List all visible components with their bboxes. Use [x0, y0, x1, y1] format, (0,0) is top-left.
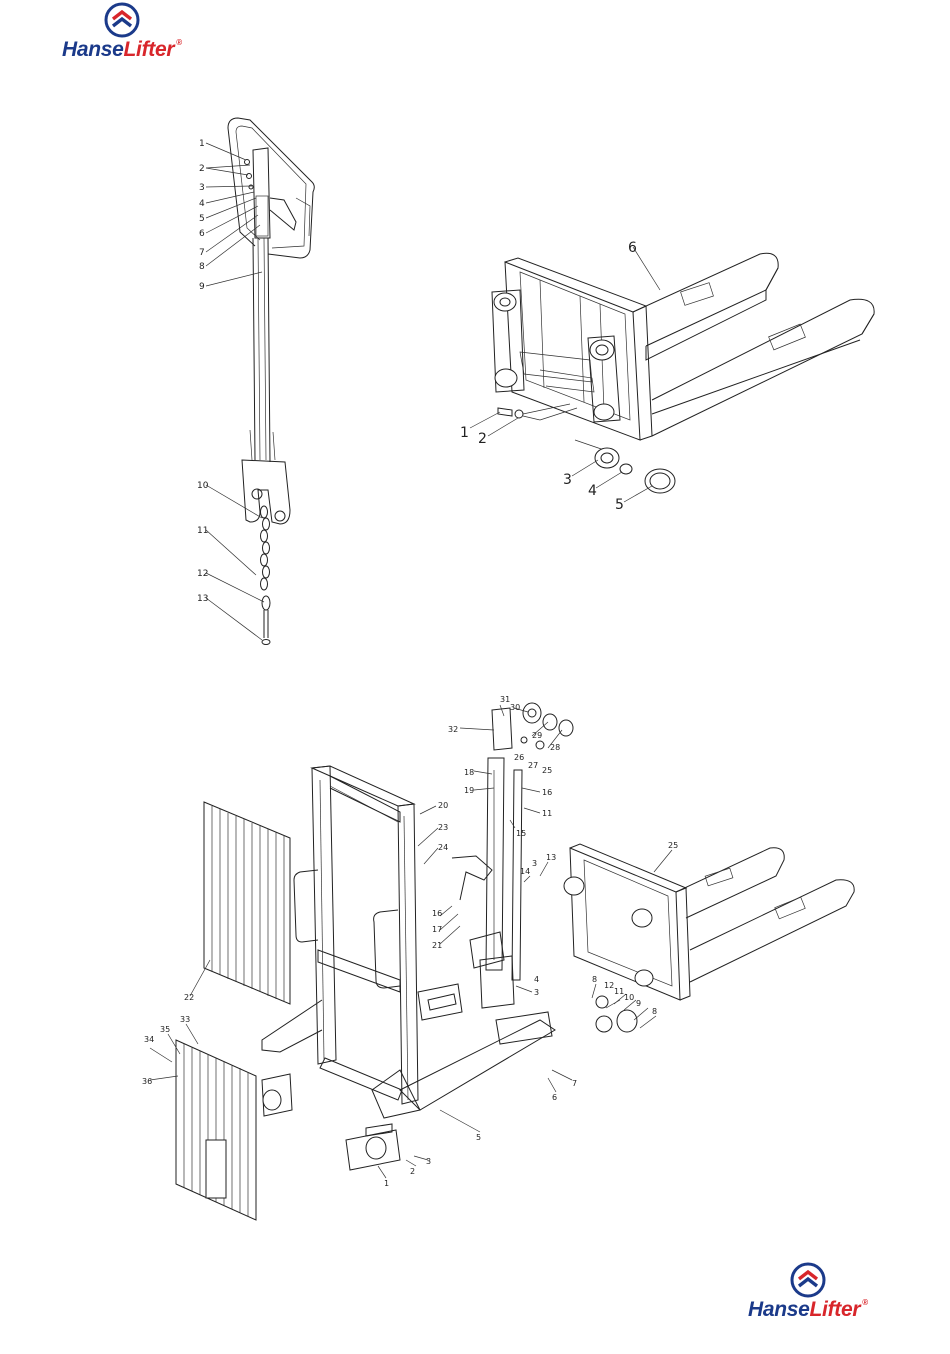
stacker-label: 12: [604, 981, 614, 990]
fork-label: 3: [563, 472, 572, 488]
stacker-label: 25: [542, 766, 552, 775]
stacker-label: 25: [668, 841, 678, 850]
stacker-label: 5: [476, 1133, 481, 1142]
fork-label: 1: [460, 425, 469, 441]
stacker-label: 2: [410, 1167, 415, 1176]
stacker-label: 28: [550, 743, 560, 752]
stacker-label: 8: [592, 975, 597, 984]
handle-label: 11: [197, 526, 208, 536]
handle-label: 12: [197, 569, 208, 579]
guard-mesh-panel: [176, 1040, 256, 1220]
stacker-label: 20: [438, 801, 448, 810]
stacker-label: 23: [438, 823, 448, 832]
handle-label: 6: [199, 229, 205, 239]
stacker-label: 24: [438, 843, 448, 852]
handle-label: 9: [199, 282, 205, 292]
stacker-label: 9: [636, 999, 641, 1008]
fork-label: 6: [628, 240, 637, 256]
handle-label: 4: [199, 199, 205, 209]
stacker-label: 16: [432, 909, 442, 918]
stacker-label: 1: [384, 1179, 389, 1188]
guard-mesh-panel: [204, 802, 290, 1004]
stacker-label: 3: [532, 859, 537, 868]
handle-label: 5: [199, 214, 205, 224]
stacker-label: 26: [514, 753, 524, 762]
handle-label: 8: [199, 262, 205, 272]
fork-label: 4: [588, 483, 597, 499]
fork-assembly-diagram: 6 1 2 3 4 5: [460, 240, 874, 513]
stacker-label: 34: [144, 1035, 154, 1044]
stacker-label: 35: [160, 1025, 170, 1034]
stacker-label: 21: [432, 941, 442, 950]
stacker-label: 32: [448, 725, 458, 734]
stacker-label: 4: [534, 975, 539, 984]
stacker-label: 3: [426, 1157, 431, 1166]
stacker-label: 14: [520, 867, 530, 876]
handle-label: 13: [197, 594, 208, 604]
stacker-label: 15: [516, 829, 526, 838]
stacker-label: 11: [542, 809, 552, 818]
stacker-label: 31: [500, 695, 510, 704]
stacker-assembly-diagram: 31 30 32 29 28 26 27 25 18 19 16 11 15 2…: [142, 695, 854, 1220]
stacker-label: 22: [184, 993, 194, 1002]
stacker-label: 6: [552, 1093, 557, 1102]
stacker-label: 27: [528, 761, 538, 770]
handle-label: 2: [199, 164, 205, 174]
stacker-label: 17: [432, 925, 442, 934]
stacker-label: 33: [180, 1015, 190, 1024]
stacker-label: 13: [546, 853, 556, 862]
stacker-label: 36: [142, 1077, 152, 1086]
handle-label: 3: [199, 183, 205, 193]
stacker-label: 30: [510, 703, 520, 712]
stacker-label: 7: [572, 1079, 577, 1088]
fork-label: 2: [478, 431, 487, 447]
stacker-label: 3: [534, 988, 539, 997]
stacker-label: 8: [652, 1007, 657, 1016]
chain: [261, 506, 270, 590]
fork-label: 5: [615, 497, 624, 513]
stacker-label: 29: [532, 731, 542, 740]
handle-label: 1: [199, 139, 205, 149]
stacker-label: 19: [464, 786, 474, 795]
stacker-label: 10: [624, 993, 634, 1002]
handle-label: 7: [199, 248, 205, 258]
handle-label: 10: [197, 481, 209, 491]
stacker-label: 18: [464, 768, 474, 777]
stacker-label: 16: [542, 788, 552, 797]
stacker-label: 11: [614, 987, 624, 996]
handle-assembly-diagram: 1 2 3 4 5 6 7 8 9 10 11 12 13: [197, 118, 314, 645]
